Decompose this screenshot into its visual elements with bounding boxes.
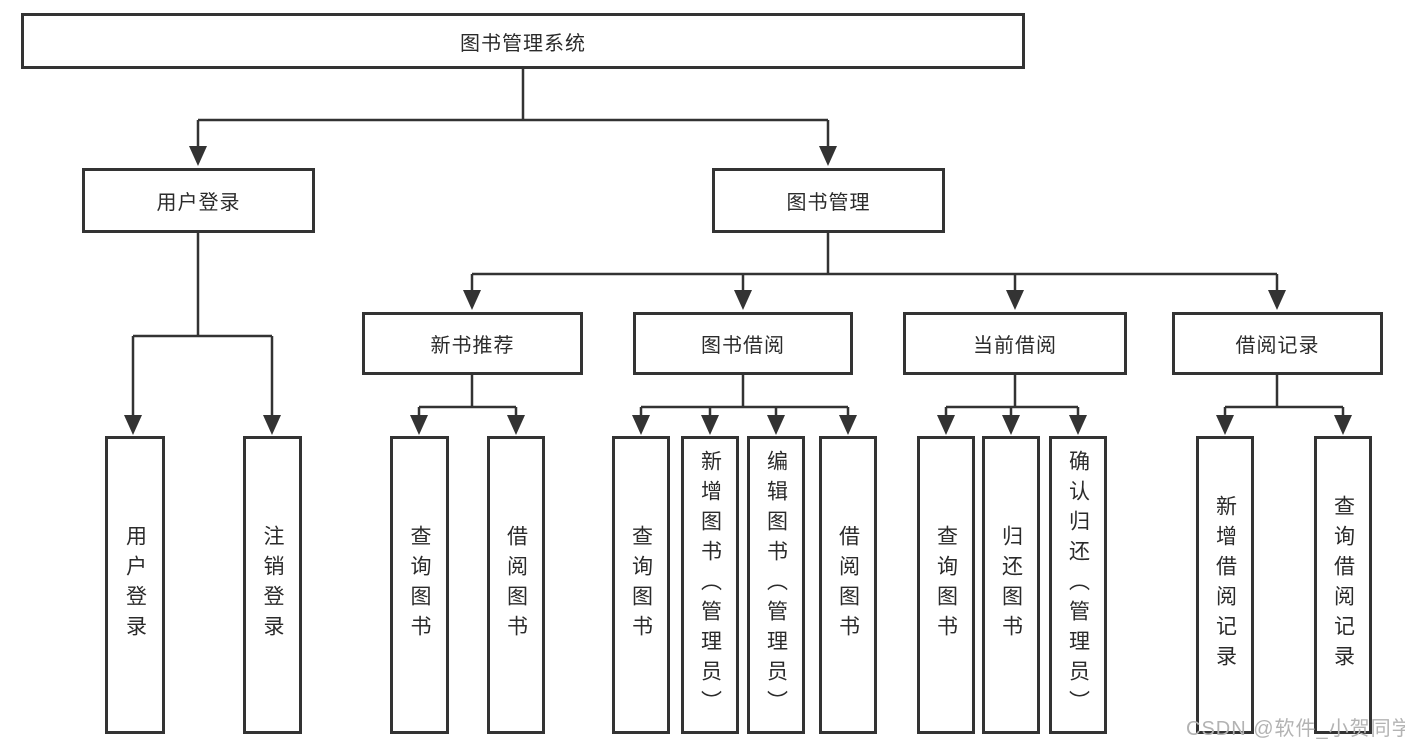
node-label: 借阅记录 [1235,335,1320,357]
node-label: 查询借阅记录 [1331,495,1355,675]
node-label: 借阅图书 [836,525,860,645]
node-leaf-confirm-return-admin: 确认归还（管理员） [1049,436,1107,734]
node-leaf-borrow-books-2: 借阅图书 [819,436,877,734]
node-leaf-borrow-books: 借阅图书 [487,436,545,734]
node-label: 用户登录 [156,192,241,214]
node-label: 查询图书 [934,525,958,645]
node-book-management: 图书管理 [712,168,945,233]
node-label: 确认归还（管理员） [1066,450,1090,720]
node-label: 图书借阅 [701,335,785,357]
node-leaf-logout: 注销登录 [243,436,302,734]
node-new-book-recommend: 新书推荐 [362,312,583,375]
node-label: 图书管理系统 [460,32,586,55]
node-leaf-query-books-2: 查询图书 [612,436,670,734]
node-label: 注销登录 [261,525,284,645]
node-label: 借阅图书 [504,525,528,645]
node-label: 新书推荐 [430,335,515,357]
node-label: 用户登录 [123,525,147,645]
node-user-login: 用户登录 [82,168,315,233]
node-borrowing-records: 借阅记录 [1172,312,1383,375]
node-leaf-edit-books-admin: 编辑图书（管理员） [747,436,805,734]
node-leaf-add-borrow-record: 新增借阅记录 [1196,436,1254,734]
node-leaf-return-books: 归还图书 [982,436,1040,734]
node-leaf-query-books-3: 查询图书 [917,436,975,734]
node-label: 图书管理 [786,192,871,214]
node-label: 新增图书（管理员） [698,450,722,720]
node-book-borrowing: 图书借阅 [633,312,853,375]
node-current-borrowing: 当前借阅 [903,312,1127,375]
node-label: 查询图书 [629,525,653,645]
node-label: 查询图书 [408,525,431,645]
node-label: 新增借阅记录 [1213,495,1237,675]
csdn-watermark: CSDN @软件_小贺同学 [1186,718,1405,740]
node-label: 归还图书 [999,525,1023,645]
node-leaf-query-borrow-record: 查询借阅记录 [1314,436,1372,734]
node-leaf-user-login: 用户登录 [105,436,165,734]
node-leaf-query-books: 查询图书 [390,436,449,734]
node-label: 当前借阅 [973,335,1057,357]
node-leaf-add-books-admin: 新增图书（管理员） [681,436,739,734]
node-root-library-system: 图书管理系统 [21,13,1025,69]
node-label: 编辑图书（管理员） [764,450,788,720]
